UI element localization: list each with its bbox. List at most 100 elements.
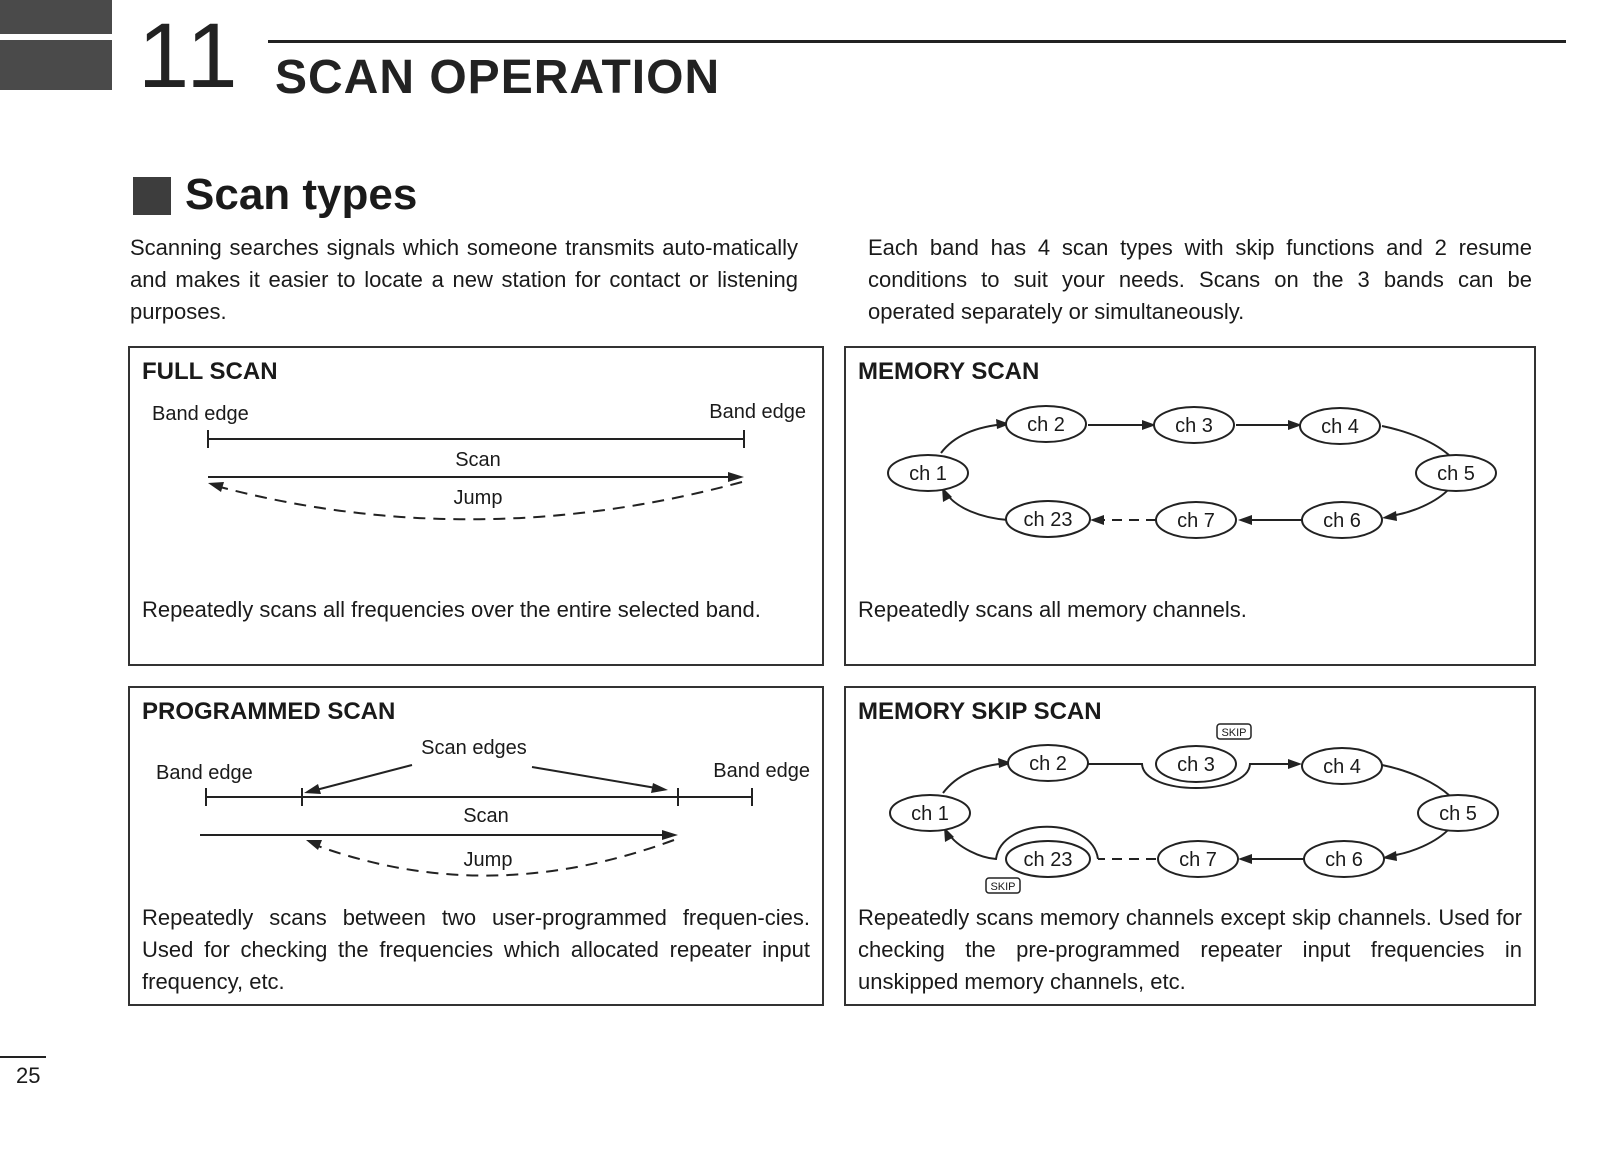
full-scan-band-edge-right: Band edge	[709, 401, 806, 423]
mss-channel-node-ch5: ch 5	[1417, 794, 1499, 832]
mss-channel-label-ch3: ch 3	[1177, 754, 1215, 776]
ms-channel-label-ch6: ch 6	[1323, 510, 1361, 532]
mss-link-ch4-ch5	[1381, 764, 1451, 797]
ms-link-ch23-ch1	[945, 492, 1009, 521]
ms-arrowhead-ch23	[1090, 515, 1104, 525]
full-scan-diagram: Band edge Band edge Scan Jump	[152, 401, 806, 521]
ms-arrowhead-ch1	[942, 487, 952, 502]
full-scan-jump-arrow	[219, 481, 743, 521]
memory-skip-scan-box: MEMORY SKIP SCAN SKIP SKIP ch 1 ch	[844, 686, 1536, 1006]
mss-arrowhead-ch7	[1238, 854, 1252, 864]
ps-jump-label: Jump	[464, 849, 513, 871]
programmed-scan-diagram: Scan edges Band edge Band edge Scan Jump	[156, 737, 810, 877]
mss-skip-tag-ch3: SKIP	[1216, 723, 1252, 740]
ms-channel-node-ch6: ch 6	[1301, 501, 1383, 539]
mss-arrowhead-ch1	[944, 827, 954, 842]
ms-arrowhead-ch6	[1382, 511, 1397, 521]
mss-channel-node-ch2: ch 2	[1007, 744, 1089, 782]
ms-channel-label-ch1: ch 1	[909, 463, 947, 485]
ms-arrowhead-ch3	[1142, 420, 1156, 430]
mss-link-ch5-ch6	[1389, 827, 1451, 857]
programmed-scan-title: PROGRAMMED SCAN	[142, 698, 396, 725]
full-scan-description: Repeatedly scans all frequencies over th…	[142, 597, 761, 622]
ps-pointer-left-arrowhead	[304, 784, 321, 794]
chapter-tab-marker-top	[0, 0, 112, 34]
mss-arrowhead-ch2	[998, 758, 1012, 768]
mss-channel-label-ch5: ch 5	[1439, 803, 1477, 825]
ms-link-ch1-ch2	[940, 423, 1007, 454]
page-number: 25	[16, 1063, 41, 1088]
ms-channel-node-ch3: ch 3	[1153, 406, 1235, 444]
ps-scan-arrowhead	[662, 830, 678, 840]
mss-channel-label-ch1: ch 1	[911, 803, 949, 825]
mss-channel-node-ch1: ch 1	[889, 794, 971, 832]
mss-bypass-ch3	[1088, 763, 1292, 789]
mss-skip-tag-ch3-text: SKIP	[1221, 727, 1246, 739]
ms-channel-label-ch23: ch 23	[1024, 509, 1073, 531]
mss-channel-label-ch6: ch 6	[1325, 849, 1363, 871]
chapter-rule	[268, 40, 1566, 43]
ms-channel-node-ch5: ch 5	[1415, 454, 1497, 492]
full-scan-scan-label: Scan	[455, 449, 501, 471]
full-scan-title: FULL SCAN	[142, 358, 278, 385]
programmed-scan-description: Repeatedly scans between two user-progra…	[142, 905, 810, 994]
mss-channel-node-ch4: ch 4	[1301, 747, 1383, 785]
ms-channel-label-ch5: ch 5	[1437, 463, 1475, 485]
ms-channel-label-ch7: ch 7	[1177, 510, 1215, 532]
ps-band-edge-left: Band edge	[156, 762, 253, 784]
ms-arrowhead-ch2	[996, 419, 1010, 429]
memory-scan-title: MEMORY SCAN	[858, 358, 1040, 385]
ms-channel-node-ch2: ch 2	[1005, 405, 1087, 443]
ms-arrowhead-ch7	[1238, 515, 1252, 525]
ms-channel-label-ch4: ch 4	[1321, 416, 1359, 438]
chapter-title: SCAN OPERATION	[275, 51, 721, 104]
chapter-tab-marker-bottom	[0, 40, 112, 90]
memory-skip-scan-diagram: SKIP SKIP ch 1 ch 2 ch 3	[889, 723, 1499, 894]
chapter-number: 11	[138, 5, 242, 107]
full-scan-jump-arrowhead	[208, 482, 224, 492]
ps-jump-arrowhead	[306, 840, 322, 850]
page-number-rule	[0, 1056, 46, 1058]
intro-right-paragraph: Each band has 4 scan types with skip fun…	[868, 235, 1532, 324]
full-scan-box: FULL SCAN Band edge Band edge Scan Jump …	[128, 346, 824, 666]
ms-link-ch5-ch6	[1389, 487, 1451, 517]
ps-scan-edges-label: Scan edges	[421, 737, 527, 759]
ms-channel-node-ch4: ch 4	[1299, 407, 1381, 445]
mss-channel-label-ch23: ch 23	[1024, 849, 1073, 871]
ms-channel-node-ch7: ch 7	[1155, 501, 1237, 539]
memory-scan-description: Repeatedly scans all memory channels.	[858, 597, 1247, 622]
memory-skip-scan-title: MEMORY SKIP SCAN	[858, 698, 1102, 725]
ms-link-ch4-ch5	[1381, 425, 1451, 457]
memory-skip-scan-description: Repeatedly scans memory channels except …	[858, 905, 1522, 994]
mss-channel-node-ch3: ch 3	[1155, 745, 1237, 783]
full-scan-band-edge-left: Band edge	[152, 403, 249, 425]
full-scan-jump-label: Jump	[454, 487, 503, 509]
memory-scan-diagram: ch 1 ch 2 ch 3 ch 4 ch 5 ch 6 ch 7 ch 2	[887, 405, 1497, 539]
ps-band-edge-right: Band edge	[713, 760, 810, 782]
programmed-scan-box: PROGRAMMED SCAN Scan edges Band edge Ban…	[128, 686, 824, 1006]
mss-arrowhead-ch6	[1382, 851, 1397, 861]
ps-jump-arrow	[317, 839, 675, 877]
ms-arrowhead-ch4	[1288, 420, 1302, 430]
ms-channel-label-ch2: ch 2	[1027, 414, 1065, 436]
section-bullet-square	[133, 177, 171, 215]
mss-channel-label-ch4: ch 4	[1323, 756, 1361, 778]
full-scan-scan-arrowhead	[728, 472, 744, 482]
ps-scan-label: Scan	[463, 805, 509, 827]
mss-channel-node-ch7: ch 7	[1157, 840, 1239, 878]
intro-left-paragraph: Scanning searches signals which someone …	[130, 235, 798, 324]
mss-channel-node-ch6: ch 6	[1303, 840, 1385, 878]
mss-link-ch1-ch2	[942, 762, 1009, 794]
ps-pointer-left	[315, 764, 413, 791]
ps-pointer-right	[531, 766, 657, 789]
mss-bypass-ch23	[947, 825, 1099, 861]
ps-pointer-right-arrowhead	[651, 783, 668, 793]
ms-channel-label-ch3: ch 3	[1175, 415, 1213, 437]
mss-channel-node-ch23: ch 23	[1005, 840, 1091, 878]
section-title: Scan types	[185, 170, 418, 219]
memory-scan-box: MEMORY SCAN ch 1 ch 2 ch 3	[844, 346, 1536, 666]
mss-skip-tag-ch23-text: SKIP	[990, 881, 1015, 893]
ms-channel-node-ch23: ch 23	[1005, 500, 1091, 538]
ms-channel-node-ch1: ch 1	[887, 454, 969, 492]
mss-skip-tag-ch23: SKIP	[985, 877, 1021, 894]
